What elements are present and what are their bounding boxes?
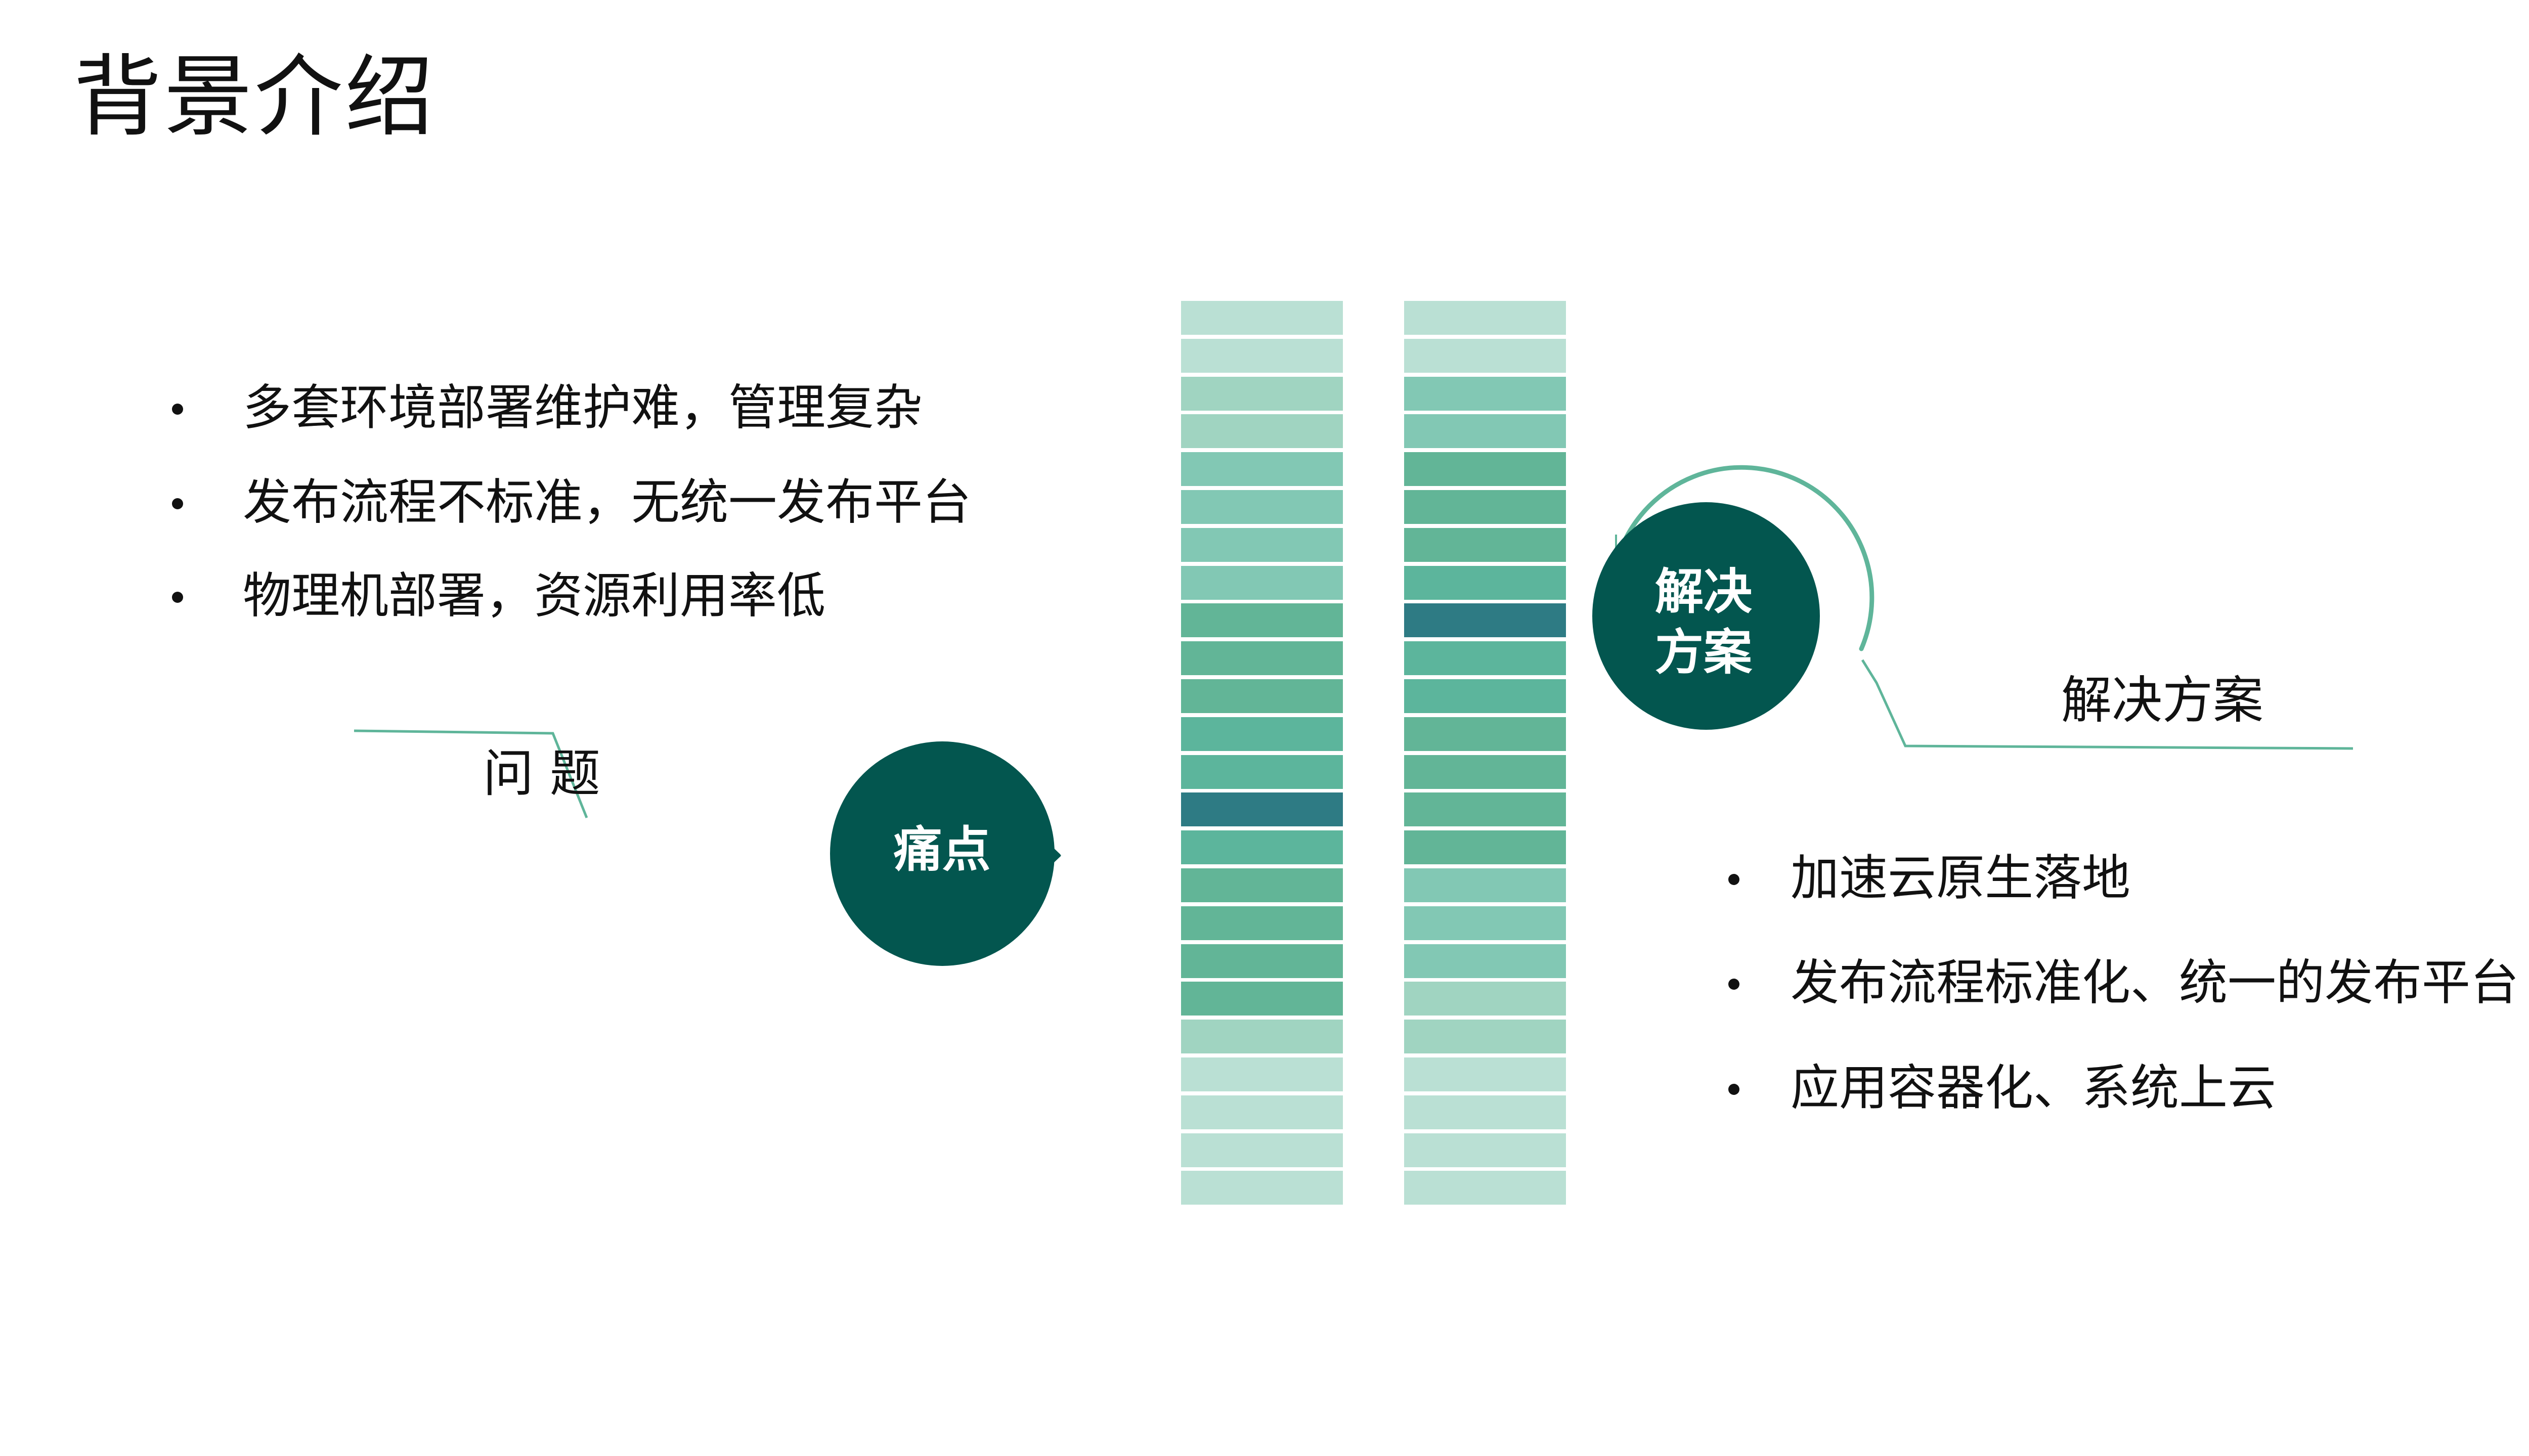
- strip-cell: [1404, 301, 1566, 335]
- strip-cell: [1404, 868, 1566, 902]
- strip-cell: [1404, 755, 1566, 789]
- solution-circle-label-line2: 方案: [1655, 624, 1752, 681]
- problem-item-text: 发布流程不标准，无统一发布平台: [243, 474, 971, 531]
- strip-cell: [1404, 490, 1566, 524]
- solution-item: 发布流程标准化、统一的发布平台: [1728, 958, 2519, 1007]
- strip-cell: [1404, 1133, 1566, 1167]
- page-title: 背景介绍: [73, 46, 435, 149]
- bullet-dot-icon: [1728, 979, 1739, 990]
- strip-cell: [1181, 301, 1343, 335]
- problem-item-text: 物理机部署，资源利用率低: [243, 567, 825, 624]
- strip-cell: [1404, 717, 1566, 751]
- right-color-strip: [1404, 301, 1566, 1209]
- strip-cell: [1181, 792, 1343, 827]
- bullet-dot-icon: [172, 592, 183, 603]
- strip-cell: [1181, 1057, 1343, 1091]
- strip-cell: [1404, 1095, 1566, 1129]
- problem-item: 发布流程不标准，无统一发布平台: [172, 478, 971, 526]
- strip-cell: [1404, 527, 1566, 562]
- strip-cell: [1181, 338, 1343, 373]
- strip-cell: [1404, 338, 1566, 373]
- strip-cell: [1404, 414, 1566, 449]
- strip-cell: [1404, 603, 1566, 638]
- solution-item-text: 发布流程标准化、统一的发布平台: [1791, 954, 2519, 1011]
- strip-cell: [1181, 376, 1343, 411]
- strip-cell: [1404, 679, 1566, 713]
- solution-item-text: 加速云原生落地: [1791, 850, 2130, 906]
- problem-circle-label: 痛点: [893, 821, 991, 878]
- strip-cell: [1181, 603, 1343, 638]
- strip-cell: [1181, 1020, 1343, 1054]
- bullet-dot-icon: [1728, 1084, 1739, 1095]
- strip-cell: [1404, 1020, 1566, 1054]
- strip-cell: [1404, 452, 1566, 487]
- problem-item-text: 多套环境部署维护难，管理复杂: [243, 379, 923, 436]
- strip-cell: [1404, 1057, 1566, 1091]
- strip-cell: [1181, 755, 1343, 789]
- solution-circle-label: 解决 方案: [1628, 561, 1779, 683]
- left-color-strip: [1181, 301, 1343, 1209]
- strip-cell: [1181, 679, 1343, 713]
- solution-circle-label-line1: 解决: [1655, 563, 1752, 620]
- strip-cell: [1404, 944, 1566, 978]
- solution-connector-line: [1861, 659, 2353, 750]
- strip-cell: [1181, 1095, 1343, 1129]
- strip-cell: [1181, 565, 1343, 600]
- bullet-dot-icon: [1728, 874, 1739, 885]
- strip-cell: [1404, 376, 1566, 411]
- bullet-dot-icon: [172, 498, 183, 509]
- strip-cell: [1404, 1171, 1566, 1205]
- strip-cell: [1181, 982, 1343, 1016]
- solution-item: 应用容器化、系统上云: [1728, 1064, 2276, 1112]
- strip-cell: [1181, 1171, 1343, 1205]
- strip-cell: [1181, 906, 1343, 940]
- strip-cell: [1404, 792, 1566, 827]
- strip-cell: [1181, 641, 1343, 676]
- problem-caption: 问 题: [483, 744, 600, 803]
- strip-cell: [1181, 490, 1343, 524]
- solution-caption: 解决方案: [2061, 671, 2263, 730]
- strip-cell: [1181, 868, 1343, 902]
- strip-cell: [1181, 414, 1343, 449]
- strip-cell: [1181, 830, 1343, 865]
- strip-cell: [1181, 527, 1343, 562]
- problem-connector-line: [354, 729, 588, 818]
- solution-item: 加速云原生落地: [1728, 854, 2130, 902]
- strip-cell: [1404, 641, 1566, 676]
- problem-circle: [830, 741, 1061, 966]
- strip-cell: [1404, 982, 1566, 1016]
- problem-item: 物理机部署，资源利用率低: [172, 571, 825, 620]
- solution-circle: [1592, 502, 1820, 730]
- strip-cell: [1404, 830, 1566, 865]
- solution-item-text: 应用容器化、系统上云: [1791, 1060, 2276, 1116]
- strip-cell: [1404, 906, 1566, 940]
- solution-arc-arrow-icon: [1620, 465, 1874, 651]
- problem-item: 多套环境部署维护难，管理复杂: [172, 383, 923, 432]
- strip-cell: [1181, 717, 1343, 751]
- strip-cell: [1181, 944, 1343, 978]
- strip-cell: [1181, 452, 1343, 487]
- bullet-dot-icon: [172, 404, 183, 415]
- strip-cell: [1181, 1133, 1343, 1167]
- strip-cell: [1404, 565, 1566, 600]
